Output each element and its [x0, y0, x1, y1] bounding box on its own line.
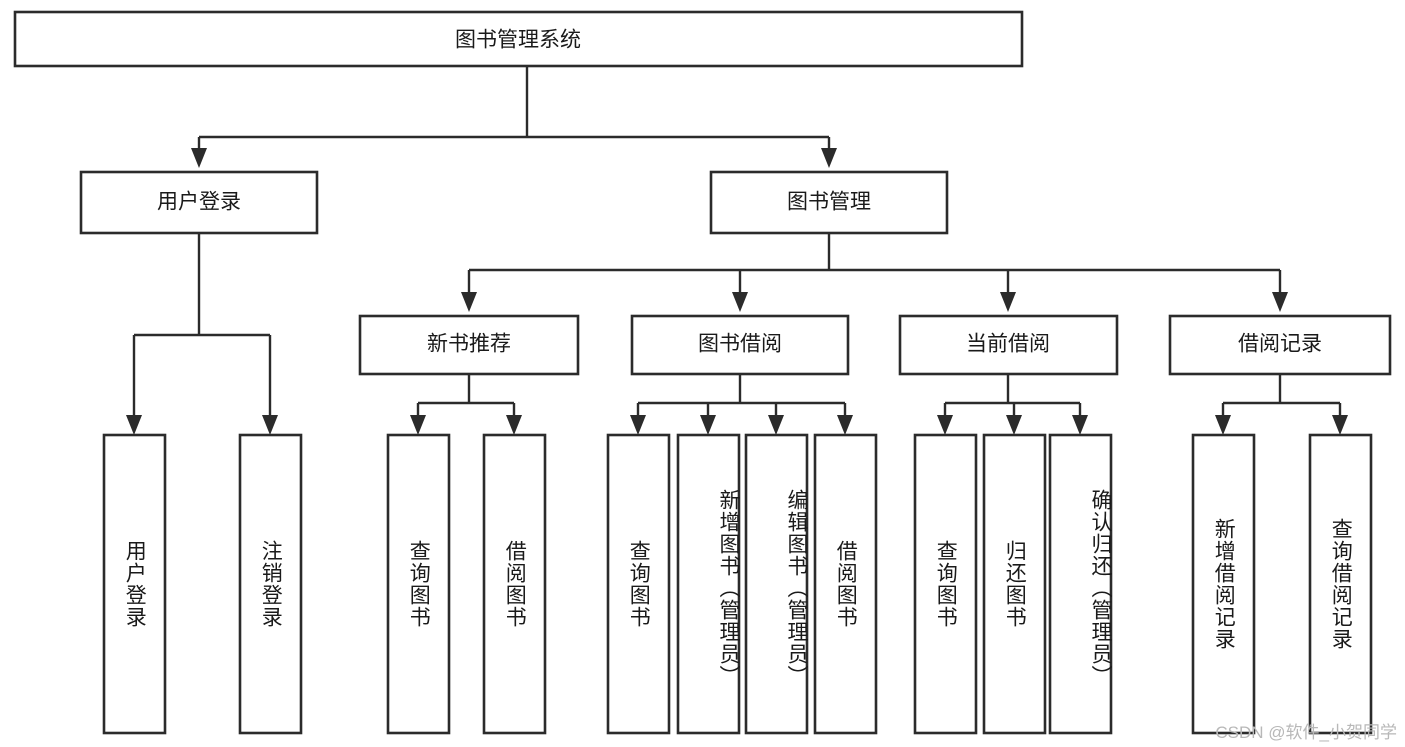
arrow-head-to-new-book-recommend	[461, 292, 477, 312]
node-new-book-recommend-label: 新书推荐	[427, 333, 511, 356]
arrow-head-bb-leaf-2	[700, 415, 716, 435]
node-leaf-nbr-borrow-box[interactable]	[482, 433, 547, 735]
arrow-head-to-book-borrow	[732, 292, 748, 312]
node-current-borrow-box[interactable]	[898, 314, 1119, 376]
arrow-head-to-user-login-leaf	[126, 415, 142, 435]
arrow-head-bb-leaf-4	[837, 415, 853, 435]
arrow-head-to-logout-leaf	[262, 415, 278, 435]
arrow-head-to-book-manage	[821, 148, 837, 168]
node-current-borrow-label: 当前借阅	[966, 333, 1050, 356]
node-user-login[interactable]: 用户登录	[79, 170, 319, 235]
arrow-head-to-borrow-record	[1272, 292, 1288, 312]
node-current-borrow[interactable]: 当前借阅	[898, 314, 1119, 376]
connector-book-manage-to-level3	[461, 233, 1288, 312]
arrow-head-bb-leaf-1	[630, 415, 646, 435]
node-leaf-cb-query-box[interactable]	[913, 433, 978, 735]
node-leaf-br-query-box[interactable]	[1308, 433, 1373, 735]
node-leaf-bb-add-box[interactable]	[676, 433, 741, 735]
node-leaf-bb-edit-box[interactable]	[744, 433, 809, 735]
node-user-login-box[interactable]	[79, 170, 319, 235]
node-borrow-record-label: 借阅记录	[1238, 333, 1322, 356]
node-leaf-cb-confirm-box[interactable]	[1048, 433, 1113, 735]
connector-new-book-recommend-to-leaves	[410, 374, 522, 435]
arrow-head-nbr-leaf-1	[410, 415, 426, 435]
node-root-system[interactable]: 图书管理系统	[13, 10, 1024, 68]
csdn-watermark: CSDN @软件_小贺同学	[1215, 723, 1397, 742]
node-user-login-label: 用户登录	[157, 191, 241, 214]
connector-book-borrow-to-leaves	[630, 374, 853, 435]
node-leaf-nbr-query-box[interactable]	[386, 433, 451, 735]
node-leaf-logout-box[interactable]	[238, 433, 303, 735]
arrow-head-cb-leaf-2	[1006, 415, 1022, 435]
connector-root-to-level2	[191, 66, 837, 168]
node-root-system-box[interactable]	[13, 10, 1024, 68]
arrow-head-to-user-login	[191, 148, 207, 168]
node-leaf-br-add-box[interactable]	[1191, 433, 1256, 735]
arrow-head-br-leaf-2	[1332, 415, 1348, 435]
node-new-book-recommend[interactable]: 新书推荐	[358, 314, 580, 376]
node-book-borrow-label: 图书借阅	[698, 333, 782, 356]
connector-borrow-record-to-leaves	[1215, 374, 1348, 435]
arrow-head-cb-leaf-1	[937, 415, 953, 435]
arrow-head-bb-leaf-3	[768, 415, 784, 435]
node-root-system-label: 图书管理系统	[455, 29, 581, 52]
connector-current-borrow-to-leaves	[937, 374, 1088, 435]
arrow-head-cb-leaf-3	[1072, 415, 1088, 435]
node-book-borrow[interactable]: 图书借阅	[630, 314, 850, 376]
arrow-head-nbr-leaf-2	[506, 415, 522, 435]
node-leaf-bb-borrow-box[interactable]	[813, 433, 878, 735]
node-borrow-record[interactable]: 借阅记录	[1168, 314, 1392, 376]
connector-user-login-to-leaves	[126, 233, 278, 435]
node-leaf-cb-return-box[interactable]	[982, 433, 1047, 735]
node-book-manage-label: 图书管理	[787, 191, 871, 214]
arrow-head-to-current-borrow	[1000, 292, 1016, 312]
node-book-manage[interactable]: 图书管理	[709, 170, 949, 235]
node-new-book-recommend-box[interactable]	[358, 314, 580, 376]
node-leaf-bb-query-box[interactable]	[606, 433, 671, 735]
arrow-head-br-leaf-1	[1215, 415, 1231, 435]
node-leaf-user-login-box[interactable]	[102, 433, 167, 735]
